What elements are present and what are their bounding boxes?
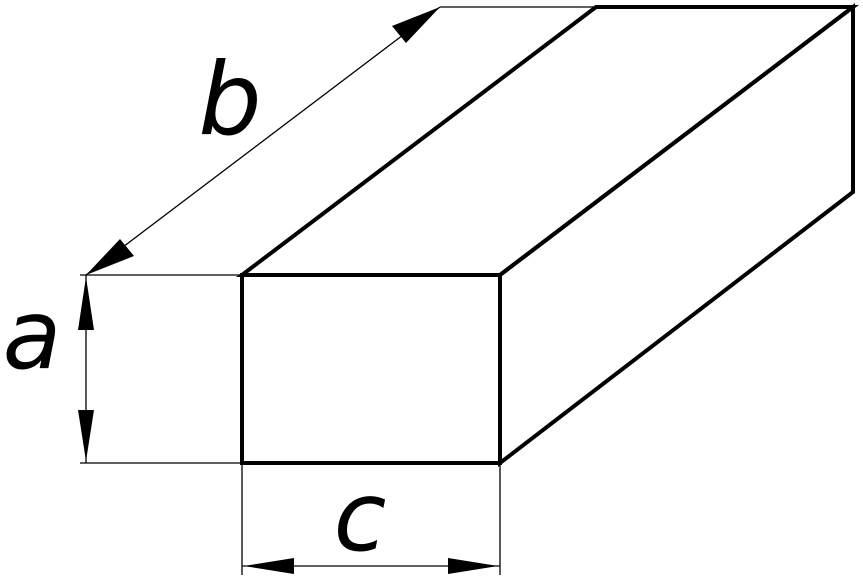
arrowhead-a-top [78,277,94,330]
front-face [240,273,502,465]
label-a: a [3,279,62,391]
dimension-b: b [85,6,596,276]
dimension-line-b [85,6,441,276]
label-b: b [198,41,261,158]
dimension-c: c [241,461,501,575]
label-c: c [334,461,387,573]
arrowhead-a-bottom [78,410,94,461]
arrowhead-b-lower [86,239,134,275]
right-face [498,2,855,468]
rectangular-prism [236,2,859,468]
arrowhead-c-left [244,558,294,574]
dimension-a: a [3,274,242,464]
top-face [236,5,859,277]
arrowhead-b-upper [392,7,440,43]
arrowhead-c-right [448,558,498,574]
